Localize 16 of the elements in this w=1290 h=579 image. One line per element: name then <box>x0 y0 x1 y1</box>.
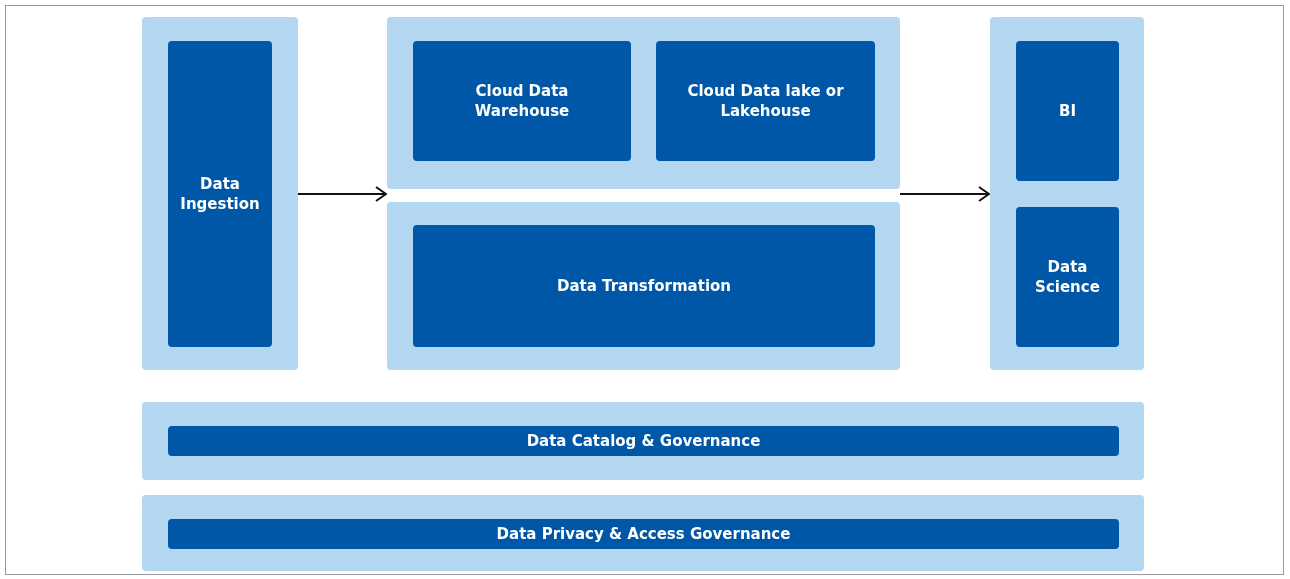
arrow <box>297 186 387 202</box>
group-panel <box>990 17 1144 370</box>
group-panel <box>142 402 1144 480</box>
process-box: Cloud Data Warehouse <box>413 41 631 161</box>
process-box: Data Transformation <box>413 225 875 347</box>
process-box: Data Catalog & Governance <box>168 426 1119 456</box>
process-box: BI <box>1016 41 1119 181</box>
arrow <box>899 186 990 202</box>
group-panel <box>142 17 298 370</box>
process-box: Cloud Data lake or Lakehouse <box>656 41 875 161</box>
group-panel <box>142 495 1144 571</box>
group-panel <box>387 17 900 189</box>
group-panel <box>387 202 900 370</box>
process-box: Data Privacy & Access Governance <box>168 519 1119 549</box>
process-box: Data Ingestion <box>168 41 272 347</box>
process-box: Data Science <box>1016 207 1119 347</box>
